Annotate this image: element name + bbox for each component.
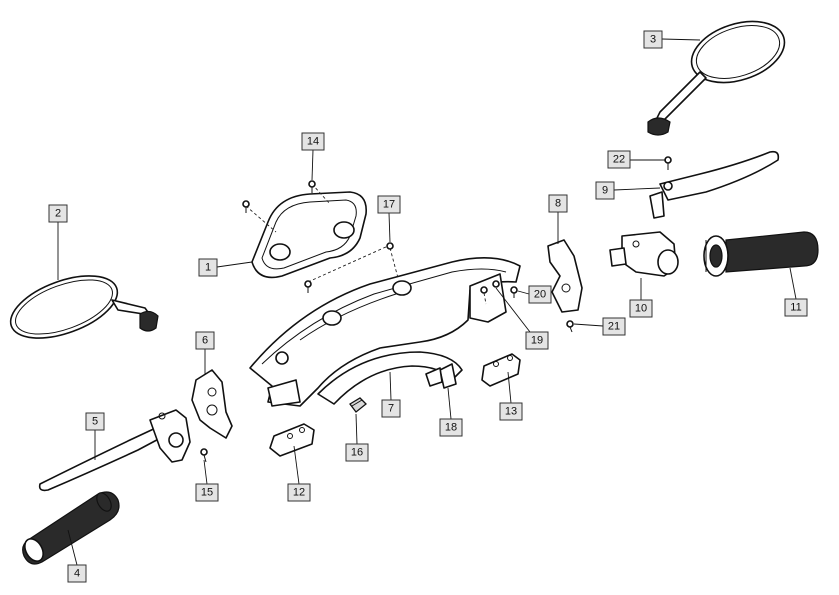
spring-clip-16 bbox=[349, 397, 367, 413]
svg-text:7: 7 bbox=[388, 403, 394, 415]
svg-text:14: 14 bbox=[307, 136, 319, 148]
clip-18 bbox=[425, 363, 457, 389]
callout-2: 2 bbox=[48, 204, 68, 223]
left-switch-housing bbox=[191, 369, 233, 439]
screw-set-14-17 bbox=[242, 180, 399, 293]
svg-text:22: 22 bbox=[613, 154, 625, 166]
master-cylinder bbox=[609, 231, 679, 277]
callout-22: 22 bbox=[607, 150, 631, 169]
callout-5: 5 bbox=[85, 412, 105, 431]
svg-text:3: 3 bbox=[650, 34, 656, 46]
svg-text:5: 5 bbox=[92, 416, 98, 428]
screw-22 bbox=[664, 156, 672, 170]
left-lever bbox=[38, 409, 191, 492]
right-mirror bbox=[647, 20, 786, 136]
svg-text:8: 8 bbox=[555, 198, 561, 210]
svg-text:11: 11 bbox=[790, 302, 801, 314]
callout-17: 17 bbox=[377, 195, 401, 214]
callout-1: 1 bbox=[198, 258, 218, 277]
svg-text:16: 16 bbox=[351, 447, 363, 459]
right-grip bbox=[703, 231, 819, 277]
callout-7: 7 bbox=[381, 399, 401, 418]
right-switch-housing bbox=[547, 239, 583, 313]
svg-text:15: 15 bbox=[201, 487, 213, 499]
svg-text:21: 21 bbox=[608, 321, 620, 333]
callout-11: 11 bbox=[784, 298, 808, 317]
screw-15 bbox=[200, 448, 208, 463]
callout-21: 21 bbox=[602, 317, 626, 336]
callout-6: 6 bbox=[195, 331, 215, 350]
callout-18: 18 bbox=[439, 418, 463, 437]
callout-4: 4 bbox=[67, 564, 87, 583]
svg-text:2: 2 bbox=[55, 208, 61, 220]
left-mirror bbox=[9, 275, 159, 339]
callout-3: 3 bbox=[643, 30, 663, 49]
svg-text:19: 19 bbox=[531, 335, 543, 347]
svg-text:4: 4 bbox=[74, 568, 80, 580]
svg-text:18: 18 bbox=[445, 422, 457, 434]
screws-19-20-21 bbox=[480, 280, 574, 333]
svg-text:13: 13 bbox=[505, 406, 517, 418]
svg-text:9: 9 bbox=[602, 185, 608, 197]
right-lever bbox=[649, 150, 780, 219]
callout-14: 14 bbox=[301, 132, 325, 151]
callout-19: 19 bbox=[525, 331, 549, 350]
bracket-13 bbox=[481, 353, 521, 387]
svg-text:6: 6 bbox=[202, 335, 208, 347]
bracket-12 bbox=[269, 423, 315, 457]
svg-text:12: 12 bbox=[293, 487, 305, 499]
svg-text:1: 1 bbox=[205, 262, 211, 274]
headlight-cover bbox=[251, 191, 367, 279]
callout-20: 20 bbox=[528, 285, 552, 304]
svg-text:10: 10 bbox=[635, 303, 647, 315]
leader-lines bbox=[57, 38, 797, 566]
callout-8: 8 bbox=[548, 194, 568, 213]
callout-13: 13 bbox=[499, 402, 523, 421]
svg-text:17: 17 bbox=[383, 199, 395, 211]
svg-text:20: 20 bbox=[534, 289, 546, 301]
callout-15: 15 bbox=[195, 483, 219, 502]
left-grip bbox=[22, 491, 120, 565]
callout-12: 12 bbox=[287, 483, 311, 502]
callout-16: 16 bbox=[345, 443, 369, 462]
handlebar-cover bbox=[249, 257, 521, 407]
callout-9: 9 bbox=[595, 181, 615, 200]
callout-10: 10 bbox=[629, 299, 653, 318]
